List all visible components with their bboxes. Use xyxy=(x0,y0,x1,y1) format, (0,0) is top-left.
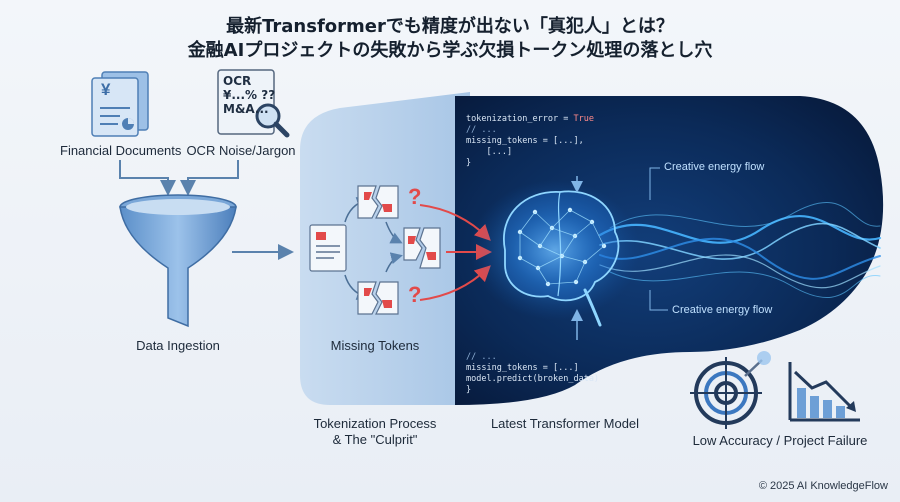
ocr-doc-line3: M&A... xyxy=(223,102,269,116)
financial-documents-label: Financial Documents xyxy=(60,143,182,158)
target-icon xyxy=(690,351,771,429)
yen-symbol: ¥ xyxy=(101,80,111,99)
arrow-ocr-to-funnel xyxy=(180,160,239,196)
tokenization-process-line2: & The "Culprit" xyxy=(332,432,418,447)
code-top-line1-value: True xyxy=(573,114,594,124)
ocr-doc-line2: ¥...% ?? xyxy=(223,88,276,102)
code-bottom-line4: } xyxy=(466,385,472,395)
code-snippet-top: tokenization_error = True // ... missing… xyxy=(466,114,594,169)
financial-document-icon xyxy=(91,71,149,137)
ocr-doc-line1: OCR xyxy=(223,74,252,88)
declining-chart-icon xyxy=(788,362,860,422)
ocr-noise-label: OCR Noise/Jargon xyxy=(186,143,296,158)
flow-label-lower: Creative energy flow xyxy=(672,304,773,316)
code-bottom-line3: model.predict(broken_data) xyxy=(466,374,600,384)
funnel-icon xyxy=(119,194,237,328)
low-accuracy-label: Low Accuracy / Project Failure xyxy=(692,433,868,448)
flow-label-leader-upper xyxy=(649,167,660,200)
brain-icon xyxy=(470,180,640,327)
flow-label-leader-lower xyxy=(649,290,668,311)
broken-token-top xyxy=(357,185,399,219)
page-title-line1: 最新Transformerでも精度が出ない「真犯人」とは？ xyxy=(226,16,674,37)
energy-flow-streams xyxy=(598,202,882,298)
tokenization-panel xyxy=(300,92,470,405)
data-ingestion-label: Data Ingestion xyxy=(136,338,220,353)
code-bottom-line1: // ... xyxy=(466,352,497,362)
code-top-line3: missing_tokens = [...], xyxy=(466,136,584,146)
broken-token-bottom xyxy=(357,281,399,315)
arrow-docs-to-funnel xyxy=(119,160,176,196)
page-title-line2: 金融AIプロジェクトの失敗から学ぶ欠損トークン処理の落とし穴 xyxy=(187,40,713,61)
code-top-line5: } xyxy=(466,158,472,168)
code-bottom-line2: missing_tokens = [...] xyxy=(466,363,579,373)
tokenization-process-label: Tokenization Process & The "Culprit" xyxy=(295,416,455,448)
code-top-line4: [...] xyxy=(466,147,513,157)
source-document-icon xyxy=(309,224,347,272)
code-top-line1-key: tokenization_error = xyxy=(466,114,574,124)
code-top-line2: // ... xyxy=(466,125,497,135)
arrow-split-mid1 xyxy=(385,221,403,244)
ocr-document-icon xyxy=(217,69,290,138)
arrow-split-mid2 xyxy=(385,252,403,273)
copyright-notice: © 2025 AI KnowledgeFlow xyxy=(758,480,888,492)
ocr-doc-text: OCR ¥...% ?? M&A... xyxy=(223,74,275,116)
code-snippet-bottom: // ... missing_tokens = [...] model.pred… xyxy=(466,352,599,396)
transformer-panel xyxy=(455,96,884,405)
broken-token-middle xyxy=(403,227,441,269)
missing-tokens-label: Missing Tokens xyxy=(330,338,420,353)
latest-transformer-label: Latest Transformer Model xyxy=(490,416,640,431)
question-mark-bottom: ? xyxy=(408,282,422,307)
question-mark-top: ? xyxy=(408,184,422,209)
tokenization-process-line1: Tokenization Process xyxy=(313,416,437,431)
flow-label-upper: Creative energy flow xyxy=(664,161,765,173)
